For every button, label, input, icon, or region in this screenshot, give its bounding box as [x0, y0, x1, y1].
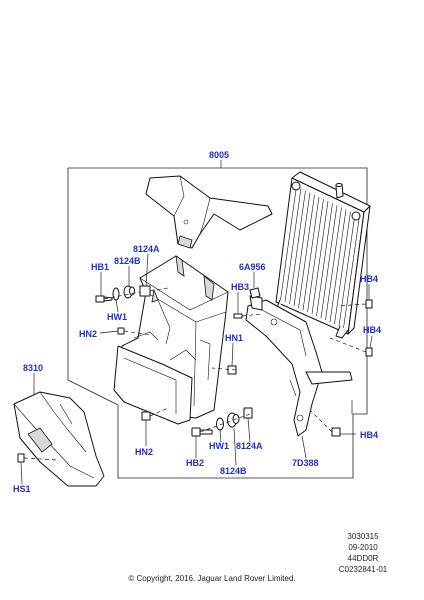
- side-duct-8310-part: [13, 391, 105, 487]
- upper-deflector-part: [145, 175, 273, 249]
- callout-8124A-top: 8124A: [133, 244, 160, 254]
- radiator-fin: [280, 186, 297, 301]
- reference-code: 44DD0R: [347, 554, 379, 563]
- radiator-part: [275, 171, 371, 339]
- leader-lines: [20, 160, 373, 485]
- fasteners: [17, 285, 373, 463]
- radiator-fin: [298, 194, 315, 309]
- callout-HB4-c: HB4: [360, 430, 379, 440]
- assembly-frame-outline: [67, 167, 368, 479]
- callout-HN1: HN1: [225, 333, 244, 343]
- dashed-alignment-lines: [23, 287, 367, 461]
- callout-8310: 8310: [23, 363, 44, 373]
- radiator-fin: [307, 198, 324, 313]
- callout-HW1-bottom: HW1: [209, 441, 229, 451]
- callout-8124B-bottom: 8124B: [220, 466, 247, 476]
- radiator-fin: [284, 188, 302, 303]
- radiator-fin: [329, 209, 347, 323]
- callout-7D388: 7D388: [292, 458, 319, 468]
- radiator-fin: [302, 196, 320, 311]
- air-duct-shroud-part: [113, 255, 229, 425]
- radiator-fin: [316, 203, 333, 317]
- callout-HB1: HB1: [91, 262, 110, 272]
- radiator-fin: [338, 213, 356, 327]
- radiator-fin: [334, 211, 351, 325]
- callout-HB3: HB3: [231, 282, 250, 292]
- callout-8124A-bottom: 8124A: [236, 441, 263, 451]
- callout-HB2: HB2: [186, 458, 205, 468]
- radiator-fin: [289, 190, 306, 305]
- callout-8124B-top: 8124B: [114, 256, 141, 266]
- reference-number: 3030315: [347, 532, 379, 541]
- callout-6A956: 6A956: [239, 262, 266, 272]
- reference-illustration-id: C0232841-01: [338, 565, 388, 574]
- radiator-fin: [311, 200, 329, 315]
- radiator-fin: [325, 207, 342, 321]
- copyright-notice: © Copyright, 2016. Jaguar Land Rover Lim…: [128, 574, 296, 583]
- radiator-fin: [343, 215, 360, 329]
- reference-date: 09-2010: [348, 543, 378, 552]
- radiator-fin: [320, 205, 338, 319]
- callout-HB4-b: HB4: [363, 325, 382, 335]
- callout-HB4-a: HB4: [360, 274, 379, 284]
- bracket-7D388-part: [245, 295, 353, 437]
- callout-HS1: HS1: [13, 484, 31, 494]
- callout-HW1-top: HW1: [107, 312, 127, 322]
- radiator-fin: [293, 192, 311, 307]
- callout-8005: 8005: [209, 150, 230, 160]
- callout-HN2-bottom: HN2: [135, 447, 154, 457]
- callout-HN2-left: HN2: [79, 329, 98, 339]
